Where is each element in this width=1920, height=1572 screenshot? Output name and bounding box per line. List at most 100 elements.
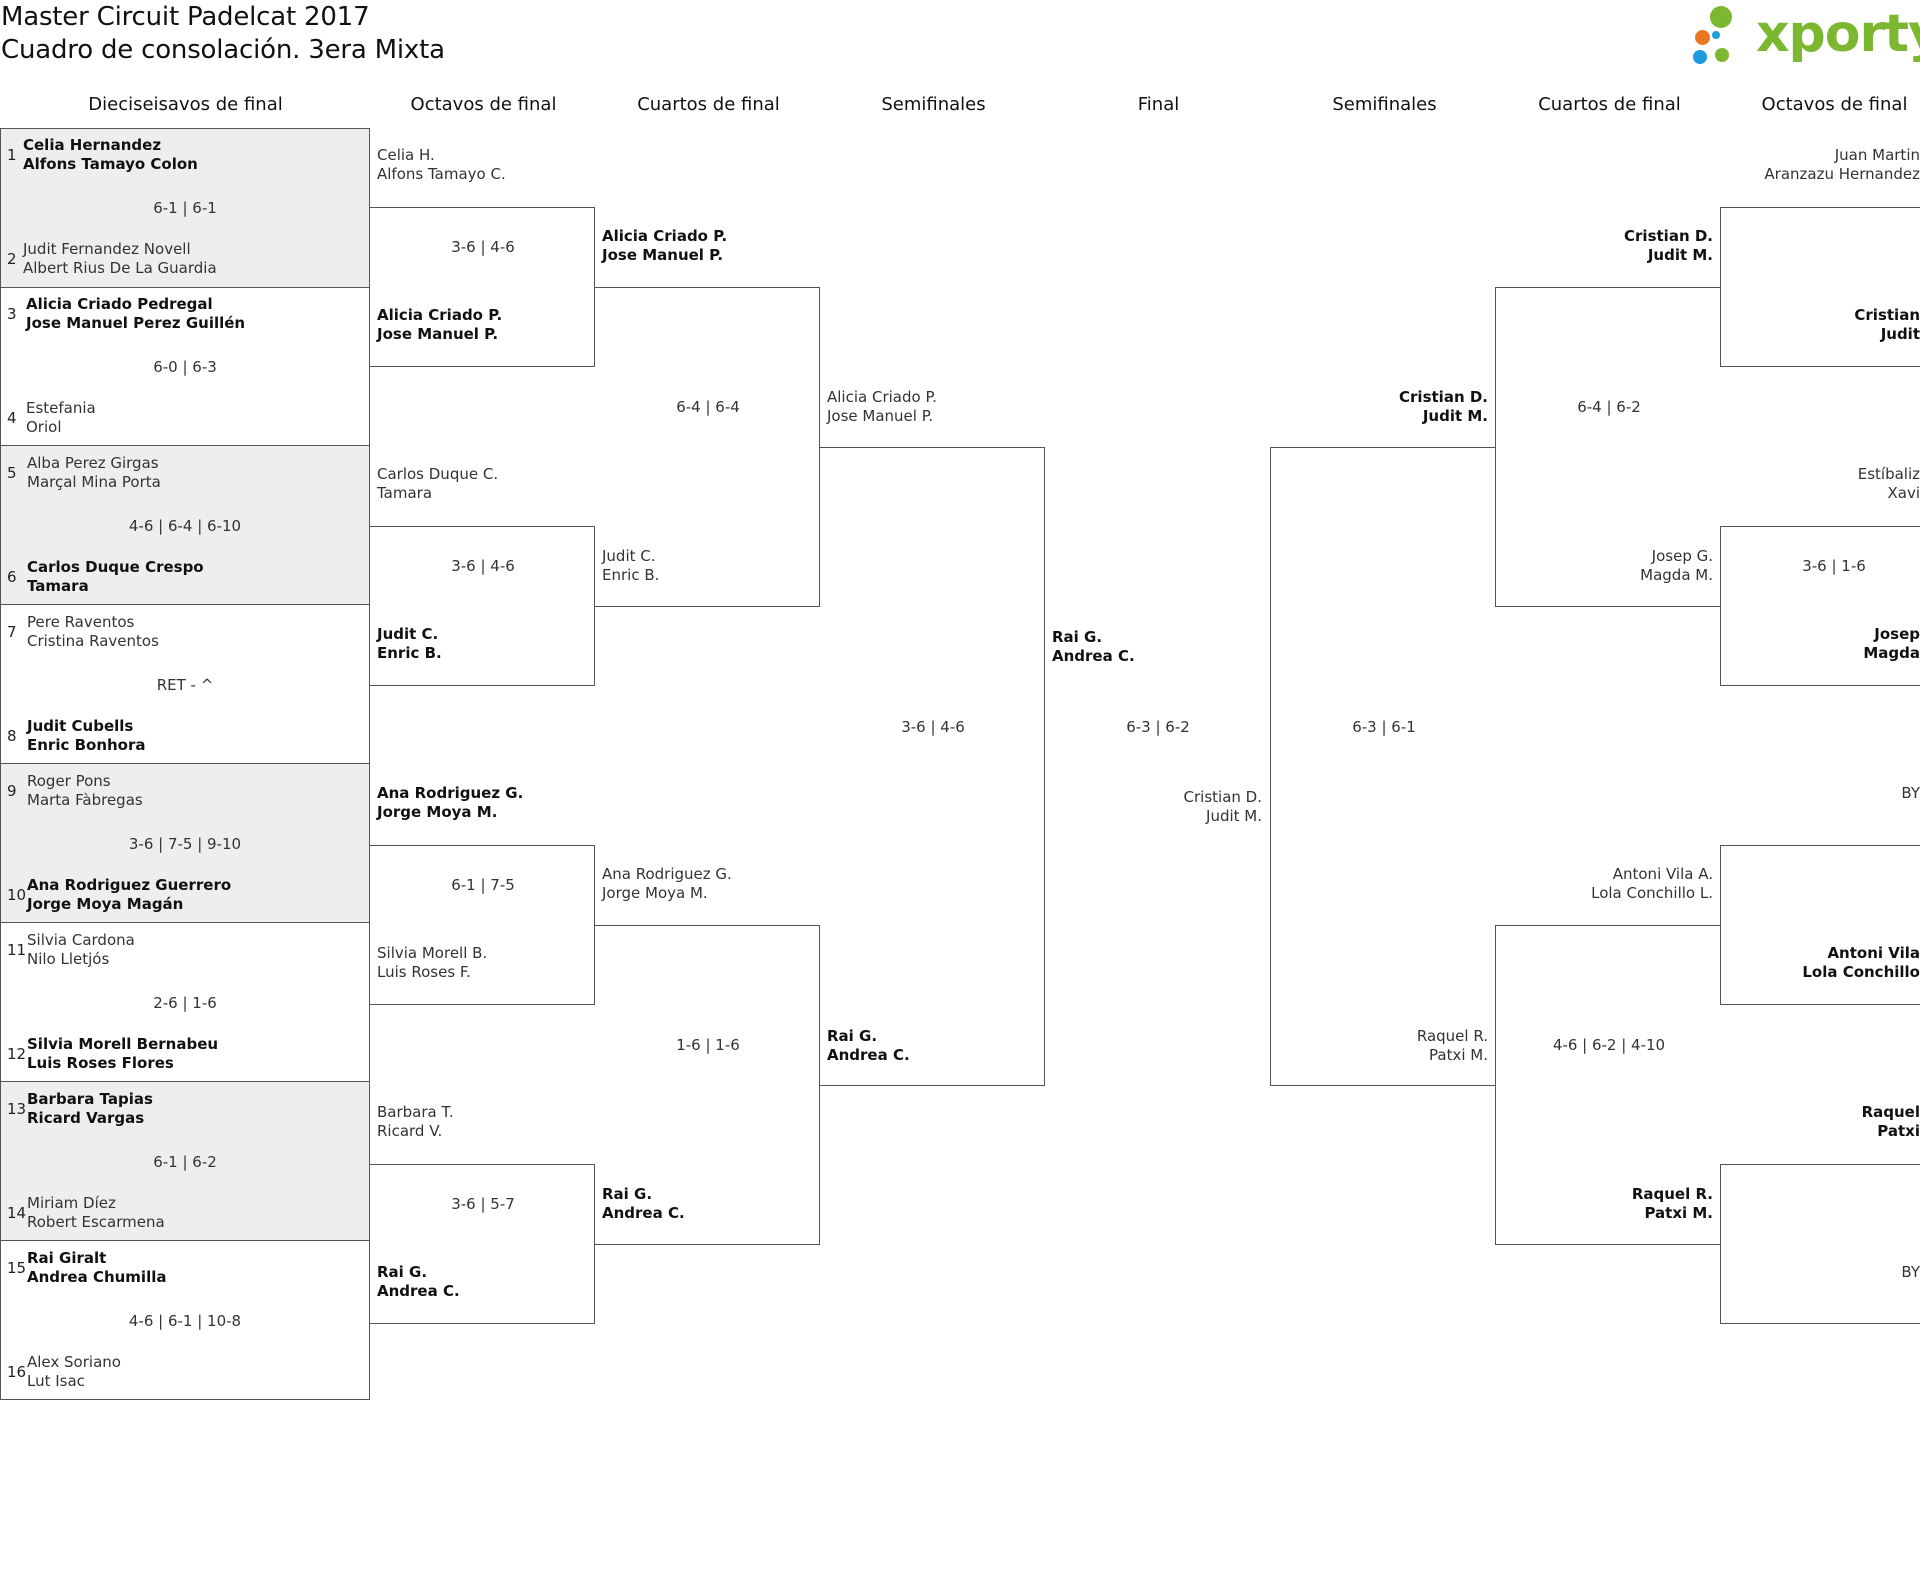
logo-dot-orange-icon — [1695, 30, 1710, 45]
team-entry: Rai G.Andrea C. — [827, 1027, 910, 1065]
player-2: Jose Manuel P. — [827, 407, 934, 425]
player-1: Estíbaliz — [1857, 465, 1920, 483]
player-1: BY — [1901, 1263, 1920, 1281]
match-score: 4-6 | 6-2 | 4-10 — [1552, 1036, 1666, 1054]
player-2: Judit — [1880, 325, 1920, 343]
bracket-connector — [595, 287, 820, 607]
match-score: RET - ^ — [156, 676, 214, 694]
logo-dot-green-icon — [1710, 6, 1732, 28]
match-cell — [0, 923, 370, 1082]
player-1: Raquel R. — [1416, 1027, 1488, 1045]
seed-number: 15 — [7, 1259, 27, 1277]
player-1: Barbara T. — [377, 1103, 454, 1121]
player-1: Cristian D. — [1183, 788, 1262, 806]
player-2: Lola Conchillo — [1802, 963, 1920, 981]
player-1: Silvia Cardona — [27, 931, 135, 949]
logo-dot-blue-small-icon — [1712, 31, 1720, 39]
team-entry: Antoni Vila A.Lola Conchillo L. — [1591, 865, 1713, 903]
bracket-connector — [370, 1164, 595, 1324]
player-1: Judit Cubells — [27, 717, 134, 735]
player-1: Cristian D. — [1624, 227, 1713, 245]
round-header: Semifinales — [1332, 94, 1437, 115]
match-score: 6-3 | 6-2 — [1126, 718, 1190, 736]
player-2: Jose Manuel P. — [602, 246, 724, 264]
player-2: Xavi — [1887, 484, 1920, 502]
team-entry: Alicia Criado P.Jose Manuel P. — [827, 388, 937, 426]
player-1: Alex Soriano — [27, 1353, 121, 1371]
seed-number: 8 — [7, 727, 17, 745]
match-cell — [0, 287, 370, 446]
team-entry: Ana Rodriguez G.Jorge Moya M. — [377, 784, 523, 822]
player-2: Andrea C. — [377, 1282, 460, 1300]
team-entry: Alicia Criado P.Jose Manuel P. — [377, 306, 502, 344]
player-2: Andrea C. — [1052, 647, 1135, 665]
page-subtitle: Cuadro de consolación. 3era Mixta — [1, 35, 445, 65]
player-2: Magda — [1863, 644, 1920, 662]
round-header: Cuartos de final — [1538, 94, 1681, 115]
player-1: Raquel — [1861, 1103, 1920, 1121]
player-1: Estefania — [26, 399, 96, 417]
player-1: Josep — [1874, 625, 1920, 643]
team-entry: Cristian D.Judit M. — [1184, 788, 1262, 826]
player-2: Jorge Moya Magán — [27, 895, 184, 913]
player-1: Rai G. — [377, 1263, 428, 1281]
logo-dot-blue-icon — [1693, 50, 1707, 64]
player-2: Jorge Moya M. — [602, 884, 708, 902]
seed-number: 1 — [7, 146, 17, 164]
player-2: Patxi — [1877, 1122, 1920, 1140]
player-2: Tamara — [27, 577, 89, 595]
team-entry: BY — [1901, 1263, 1920, 1282]
player-2: Judit M. — [1206, 807, 1262, 825]
player-2: Jose Manuel Perez Guillén — [26, 314, 246, 332]
player-1: Rai G. — [1052, 628, 1103, 646]
seed-number: 4 — [7, 409, 17, 427]
bracket-connector — [370, 207, 595, 367]
player-2: Patxi M. — [1644, 1204, 1713, 1222]
bracket-connector — [370, 845, 595, 1005]
player-2: Enric B. — [377, 644, 442, 662]
player-2: Judit M. — [1422, 407, 1488, 425]
player-2: Andrea C. — [827, 1046, 910, 1064]
seed-number: 9 — [7, 782, 17, 800]
player-1: Cristian D. — [1399, 388, 1488, 406]
seed-number: 14 — [7, 1204, 27, 1222]
player-2: Lut Isac — [27, 1372, 85, 1390]
player-1: BY — [1901, 784, 1920, 802]
bracket-connector — [370, 526, 595, 686]
player-2: Marta Fàbregas — [27, 791, 143, 809]
player-1: Carlos Duque C. — [377, 465, 499, 483]
player-2: Luis Roses Flores — [27, 1054, 174, 1072]
match-score: 3-6 | 5-7 — [451, 1195, 515, 1213]
team-entry: Josep G.Magda M. — [1640, 547, 1713, 585]
match-score: 6-1 | 6-1 — [153, 199, 217, 217]
player-1: Judit C. — [602, 547, 656, 565]
player-1: Judit C. — [377, 625, 439, 643]
player-2: Aranzazu Hernandez — [1764, 165, 1920, 183]
bracket-connector — [1270, 447, 1495, 1086]
player-2: Ricard Vargas — [27, 1109, 145, 1127]
match-score: 3-6 | 7-5 | 9-10 — [128, 835, 242, 853]
seed-number: 5 — [7, 464, 17, 482]
player-1: Celia Hernandez — [23, 136, 162, 154]
round-header: Cuartos de final — [637, 94, 780, 115]
player-1: Alicia Criado P. — [602, 227, 728, 245]
match-score: 6-1 | 7-5 — [451, 876, 515, 894]
match-score: 6-1 | 6-2 — [153, 1153, 217, 1171]
team-entry: Rai G.Andrea C. — [377, 1263, 460, 1301]
player-1: Carlos Duque Crespo — [27, 558, 204, 576]
match-cell — [0, 1241, 370, 1400]
match-cell — [0, 128, 370, 288]
player-1: Josep G. — [1651, 547, 1713, 565]
team-entry: Rai G.Andrea C. — [1052, 628, 1135, 666]
